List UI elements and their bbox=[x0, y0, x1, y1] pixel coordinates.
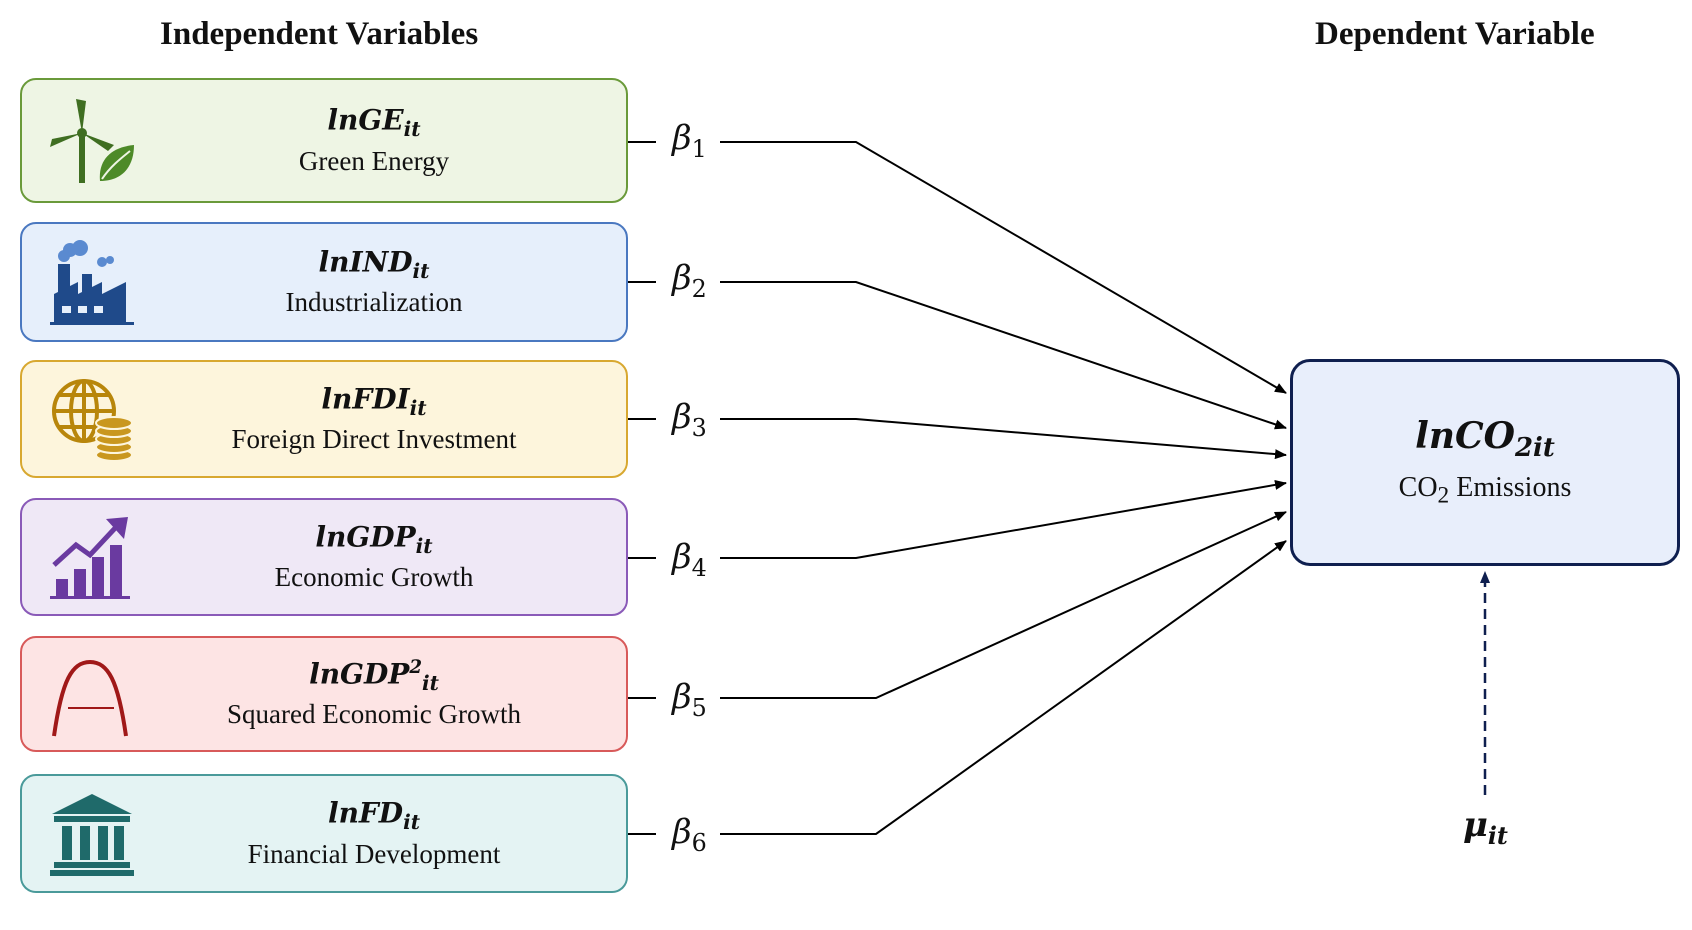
dependent-symbol: lnCO2it bbox=[1415, 414, 1555, 463]
connector-arrow-6 bbox=[720, 540, 1287, 835]
dependent-label: CO2 Emissions bbox=[1398, 471, 1572, 509]
variable-label: Squared Economic Growth bbox=[227, 699, 521, 730]
variable-box-industrialization: lnINDit Industrialization bbox=[20, 222, 628, 342]
wind-turbine-leaf-icon bbox=[48, 97, 136, 185]
variable-symbol: lnFDit bbox=[327, 796, 421, 835]
connector-arrow-2 bbox=[720, 281, 1287, 430]
dependent-variable-box: lnCO2it CO2 Emissions bbox=[1290, 359, 1680, 566]
independent-variables-heading: Independent Variables bbox=[160, 16, 479, 52]
coefficient-beta-5: β5 bbox=[672, 677, 707, 722]
inverted-u-curve-icon bbox=[48, 650, 136, 738]
variable-box-financial-development: lnFDit Financial Development bbox=[20, 774, 628, 893]
variable-symbol: lnINDit bbox=[318, 245, 430, 283]
variable-label: Financial Development bbox=[247, 838, 501, 869]
factory-icon bbox=[48, 238, 136, 326]
variable-box-foreign-direct-investment: lnFDIit Foreign Direct Investment bbox=[20, 360, 628, 478]
variable-box-economic-growth: lnGDPit Economic Growth bbox=[20, 498, 628, 616]
coefficient-beta-6: β6 bbox=[672, 812, 707, 857]
globe-coins-icon bbox=[48, 375, 136, 463]
connector-arrow-5 bbox=[720, 511, 1287, 699]
connector-arrow-3 bbox=[720, 418, 1287, 460]
variable-symbol: lnGDP2it bbox=[309, 656, 439, 695]
coefficient-beta-3: β3 bbox=[672, 397, 707, 442]
variable-symbol: lnGDPit bbox=[315, 520, 433, 558]
variable-label: Industrialization bbox=[285, 287, 463, 318]
variable-symbol: lnGEit bbox=[327, 103, 421, 142]
coefficient-beta-2: β2 bbox=[672, 258, 707, 303]
variable-box-green-energy: lnGEit Green Energy bbox=[20, 78, 628, 203]
connector-arrow-1 bbox=[720, 141, 1287, 394]
variable-label: Economic Growth bbox=[274, 562, 474, 593]
error-term: μit bbox=[1463, 805, 1508, 850]
variable-label: Green Energy bbox=[298, 145, 450, 176]
variable-box-squared-economic-growth: lnGDP2it Squared Economic Growth bbox=[20, 636, 628, 752]
connector-arrow-4 bbox=[720, 479, 1287, 559]
bank-icon bbox=[48, 790, 136, 878]
growth-chart-icon bbox=[48, 513, 136, 601]
coefficient-beta-4: β4 bbox=[672, 537, 707, 582]
variable-symbol: lnFDIit bbox=[321, 382, 427, 420]
dependent-variable-heading: Dependent Variable bbox=[1315, 16, 1595, 52]
variable-label: Foreign Direct Investment bbox=[231, 424, 517, 455]
coefficient-beta-1: β1 bbox=[672, 118, 707, 163]
